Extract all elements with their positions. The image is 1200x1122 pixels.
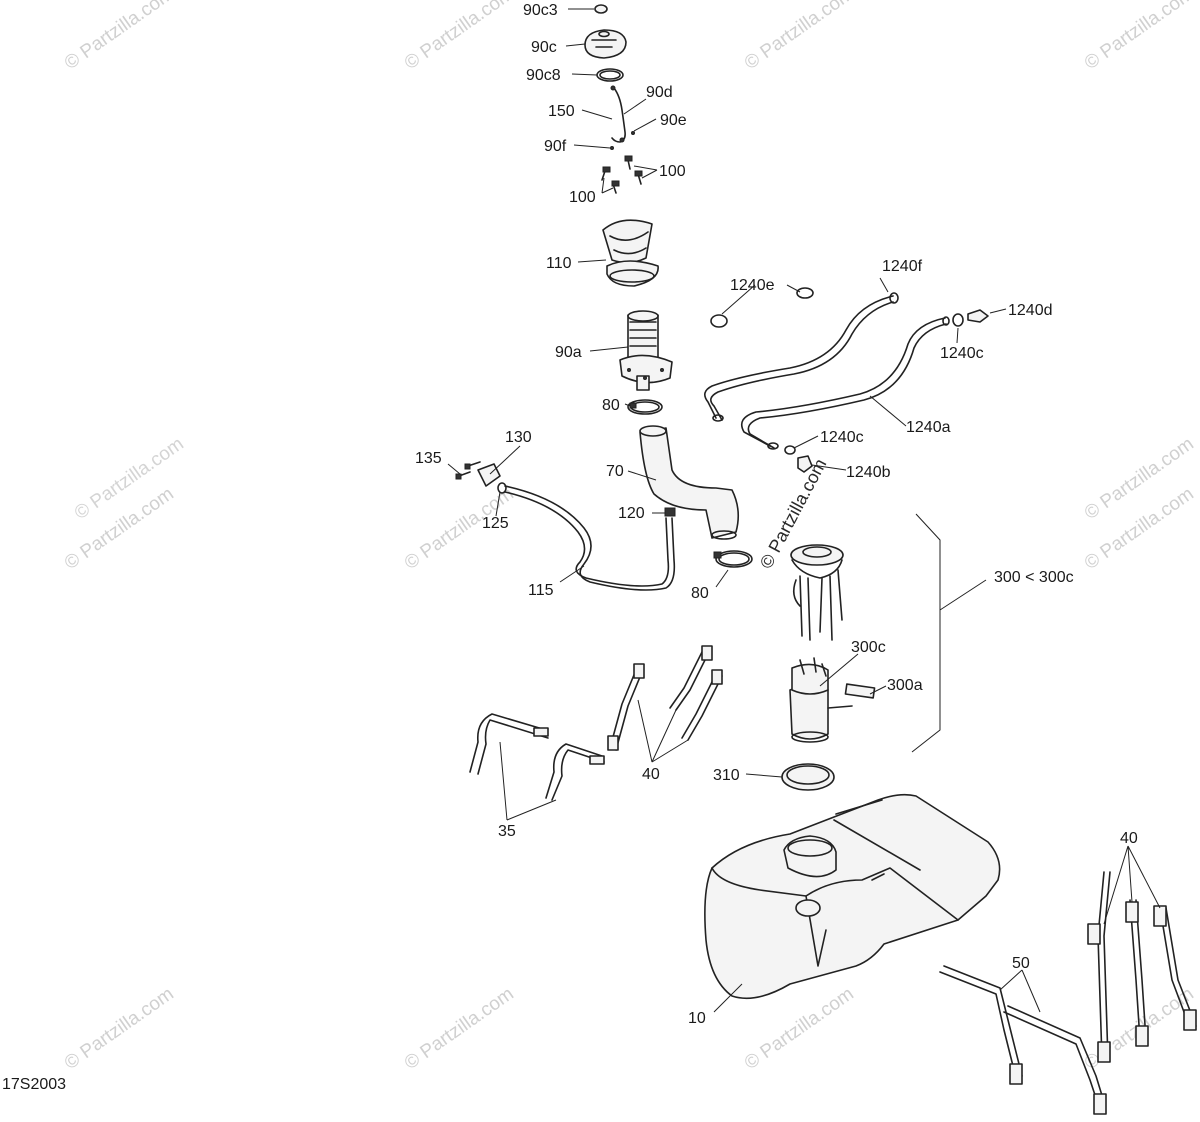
- part-135-screws: [455, 461, 481, 480]
- label-35: 35: [498, 823, 516, 840]
- watermark: © Partzilla.com: [61, 983, 178, 1074]
- label-40: 40: [642, 766, 660, 783]
- label-110: 110: [546, 255, 572, 272]
- part-110-filler-funnel: [602, 219, 659, 287]
- part-1240c-clamp-mid: [784, 445, 796, 455]
- part-150-tether: [610, 85, 626, 143]
- label-90f: 90f: [544, 138, 567, 155]
- watermark: © Partzilla.com: [61, 0, 178, 74]
- label-1240f: 1240f: [882, 258, 923, 275]
- watermark: © Partzilla.com: [401, 983, 518, 1074]
- watermark: © Partzilla.com: [1081, 0, 1198, 74]
- label-1240d: 1240d: [1008, 302, 1053, 319]
- part-90c8-gasket: [596, 68, 624, 82]
- part-300c-pump-body: [789, 657, 829, 743]
- part-125-clamp: [497, 482, 507, 494]
- part-40-strap-e: [1125, 899, 1149, 1047]
- label-300: 300 < 300c: [994, 569, 1074, 586]
- part-90e-clip: [631, 131, 635, 135]
- label-90d: 90d: [646, 84, 673, 101]
- label-115: 115: [528, 582, 554, 599]
- diagram-id: 17S2003: [2, 1076, 66, 1093]
- label-70: 70: [606, 463, 624, 480]
- part-1240c-clamp-top: [952, 313, 964, 327]
- callout-labels: 90c3 90c 90c8 150 90d 90e 90f 100 100 11…: [2, 2, 1138, 1093]
- part-1240e-clamps: [710, 287, 814, 328]
- label-100: 100: [659, 163, 686, 180]
- label-40: 40: [1120, 830, 1138, 847]
- part-90f-clip: [610, 146, 614, 150]
- part-310-lock-ring: [781, 763, 835, 791]
- part-300-bracket-indicator: [911, 513, 941, 753]
- part-50-strap-right: [1003, 1005, 1107, 1115]
- label-120: 120: [618, 505, 645, 522]
- label-90c: 90c: [531, 39, 557, 56]
- label-1240e: 1240e: [730, 277, 775, 294]
- part-50-strap-left: [939, 965, 1023, 1085]
- part-1240a-vent-hose: [740, 316, 950, 450]
- label-90c8: 90c8: [526, 67, 561, 84]
- part-300-fuel-pump-module: [790, 544, 844, 641]
- label-80: 80: [691, 585, 709, 602]
- watermark: © Partzilla.com: [741, 0, 858, 74]
- part-300a-float-arm: [827, 683, 876, 709]
- part-40-strap-a: [607, 663, 645, 751]
- part-1240f-vent-hose: [704, 292, 899, 422]
- label-1240b: 1240b: [846, 464, 891, 481]
- label-125: 125: [482, 515, 509, 532]
- part-35-strap-left: [469, 713, 549, 775]
- label-80: 80: [602, 397, 620, 414]
- part-1240b-fitting: [797, 455, 813, 473]
- label-1240c: 1240c: [940, 345, 984, 362]
- label-90e: 90e: [660, 112, 687, 129]
- label-135: 135: [415, 450, 442, 467]
- part-70-filler-hose: [639, 425, 740, 540]
- part-40-strap-c: [681, 669, 723, 741]
- label-300a: 300a: [887, 677, 923, 694]
- label-310: 310: [713, 767, 740, 784]
- part-35-strap-right: [545, 743, 605, 801]
- label-90c3: 90c3: [523, 2, 558, 19]
- part-80-clamp-top: [627, 399, 663, 415]
- watermark: © Partzilla.com: [401, 0, 518, 74]
- label-90a: 90a: [555, 344, 582, 361]
- part-100-screws: [601, 155, 643, 194]
- leader-lines: [447, 8, 1161, 1013]
- part-40-strap-b: [669, 645, 713, 711]
- label-150: 150: [548, 103, 575, 120]
- label-1240a: 1240a: [906, 419, 951, 436]
- part-1240d-valve: [967, 309, 989, 323]
- label-100: 100: [569, 189, 596, 206]
- part-90c-fuel-cap: [584, 29, 627, 59]
- label-10: 10: [688, 1010, 706, 1027]
- part-120-clamp: [664, 507, 676, 517]
- part-90a-filler-neck: [619, 310, 673, 391]
- part-80-clamp-bottom: [713, 550, 753, 568]
- part-115-breather-hose: [504, 485, 676, 591]
- label-300c: 300c: [851, 639, 886, 656]
- label-130: 130: [505, 429, 532, 446]
- part-40-strap-d: [1087, 871, 1111, 1063]
- part-90c3-cap-plug: [594, 4, 608, 14]
- label-50: 50: [1012, 955, 1030, 972]
- part-40-strap-f: [1153, 905, 1197, 1031]
- part-10-fuel-tank: [704, 793, 1001, 1000]
- label-1240c: 1240c: [820, 429, 864, 446]
